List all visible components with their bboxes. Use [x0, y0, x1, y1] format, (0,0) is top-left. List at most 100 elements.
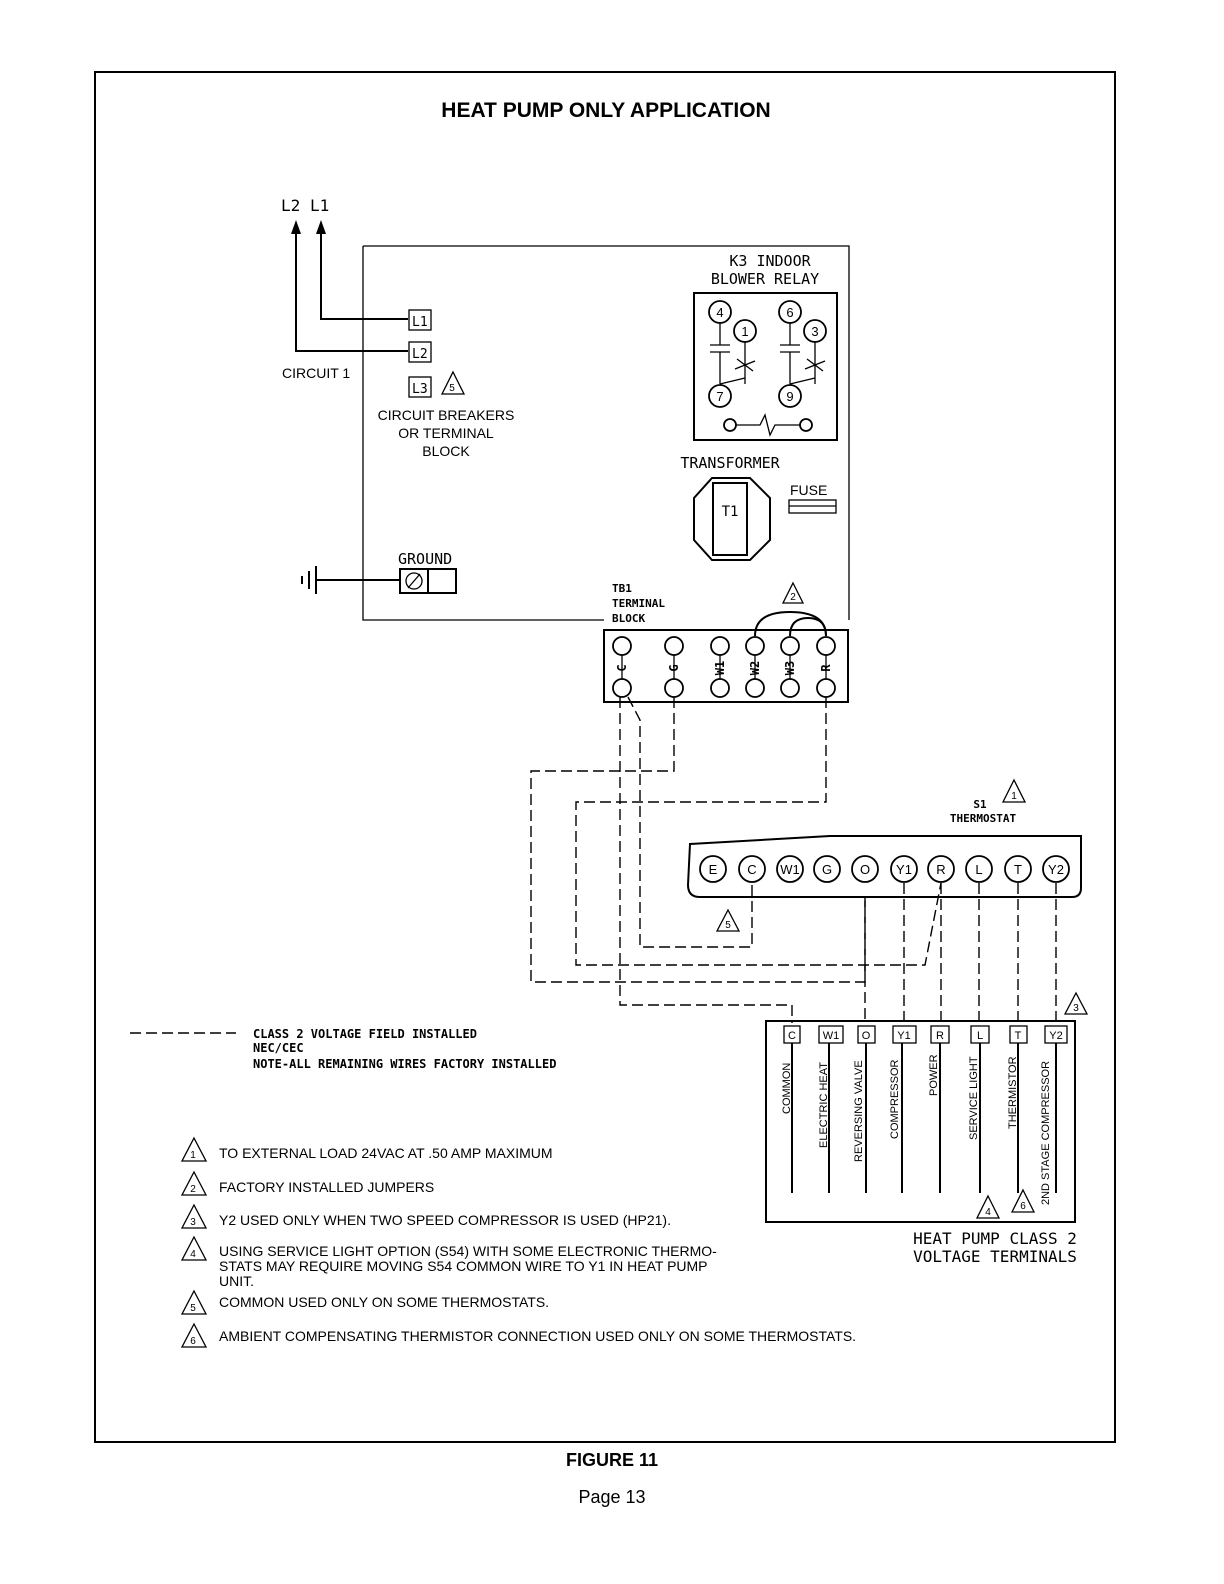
breaker-terminal-l1: L1: [408, 309, 432, 331]
note-4-triangle-icon: [180, 1235, 208, 1261]
legend-dash-label: CLASS 2 VOLTAGE FIELD INSTALLED: [253, 1027, 477, 1041]
thermostat-terminal-y2: Y2: [1042, 855, 1070, 883]
svg-text:5: 5: [725, 920, 731, 931]
svg-text:1: 1: [190, 1150, 196, 1161]
svg-text:USING SERVICE LIGHT OPTION (S5: USING SERVICE LIGHT OPTION (S54) WITH SO…: [219, 1243, 717, 1259]
l2-arrow-icon: [291, 220, 301, 234]
relay-contact-1: 1: [733, 319, 757, 343]
breaker-terminal-l2: L2: [408, 341, 432, 363]
relay-contact-4: 4: [708, 300, 732, 324]
svg-text:FACTORY INSTALLED JUMPERS: FACTORY INSTALLED JUMPERS: [219, 1179, 434, 1195]
note-3: 3 Y2 USED ONLY WHEN TWO SPEED COMPRESSOR…: [180, 1203, 671, 1229]
thermostat-terminal-o: O: [851, 855, 879, 883]
breakers-label-line-3: BLOCK: [422, 443, 470, 459]
svg-text:L1: L1: [412, 315, 428, 330]
heat-pump-terminal-box: [765, 1020, 1076, 1223]
note-6-marker-icon: 6: [1010, 1188, 1036, 1213]
relay-title-line-2: BLOWER RELAY: [711, 270, 819, 288]
svg-text:Y1: Y1: [897, 1030, 910, 1042]
thermostat-terminal-t: T: [1004, 855, 1032, 883]
tb1-label-line-1: TB1: [612, 582, 632, 595]
heat-pump-label-line-2: VOLTAGE TERMINALS: [913, 1247, 1077, 1266]
svg-text:3: 3: [811, 324, 818, 339]
diagram-frame: [94, 71, 1116, 1443]
svg-text:ELECTRIC HEAT: ELECTRIC HEAT: [818, 1062, 830, 1148]
svg-text:UNIT.: UNIT.: [219, 1273, 254, 1289]
note-1: 1 TO EXTERNAL LOAD 24VAC AT .50 AMP MAXI…: [180, 1136, 553, 1162]
transformer-label: TRANSFORMER: [680, 454, 780, 472]
notes: 1 TO EXTERNAL LOAD 24VAC AT .50 AMP MAXI…: [180, 1136, 856, 1348]
svg-text:L: L: [977, 1030, 983, 1042]
note-6-triangle-icon: [180, 1322, 208, 1348]
tb1-label-line-3: BLOCK: [612, 612, 645, 625]
svg-text:4: 4: [716, 305, 723, 320]
tb1-terminal-g: G: [664, 636, 684, 698]
thermostat-label-line-2: THERMOSTAT: [950, 812, 1017, 825]
hp-terminal-y2: Y2 2ND STAGE COMPRESSOR: [1040, 1025, 1068, 1205]
note-4-marker-icon: 4: [975, 1194, 1001, 1219]
svg-text:2: 2: [190, 1184, 196, 1195]
svg-text:5: 5: [449, 383, 455, 394]
tb1-terminal-w2: W2: [745, 636, 765, 698]
tb1-label-line-2: TERMINAL: [612, 597, 665, 610]
svg-text:THERMISTOR: THERMISTOR: [1007, 1056, 1019, 1129]
note-1-triangle-icon: [180, 1136, 208, 1162]
svg-text:O: O: [862, 1030, 871, 1042]
svg-text:W1: W1: [823, 1030, 840, 1042]
note-2-marker-icon: 2: [781, 581, 805, 604]
svg-text:T1: T1: [722, 504, 739, 520]
svg-text:3: 3: [1073, 1003, 1079, 1014]
svg-text:COMMON USED ONLY ON SOME THERM: COMMON USED ONLY ON SOME THERMOSTATS.: [219, 1294, 549, 1310]
l1-wire: [320, 230, 408, 320]
tb1-terminals: C G W1 W2 W3 R: [612, 636, 836, 698]
svg-text:C: C: [747, 862, 756, 877]
svg-text:1: 1: [1011, 791, 1017, 802]
svg-text:L: L: [975, 862, 982, 877]
relay-contact-9: 9: [778, 384, 802, 408]
note-3-triangle-icon: [180, 1203, 208, 1229]
l2-wire: [295, 230, 408, 352]
page-number: Page 13: [578, 1487, 646, 1507]
svg-text:COMPRESSOR: COMPRESSOR: [889, 1059, 901, 1139]
diagram-title: HEAT PUMP ONLY APPLICATION: [441, 99, 770, 122]
svg-text:L2: L2: [412, 347, 428, 362]
tb1-terminal-w1: W1: [710, 636, 730, 698]
svg-text:O: O: [860, 862, 870, 877]
svg-text:7: 7: [716, 389, 723, 404]
fuse-icon: [788, 499, 837, 514]
svg-text:POWER: POWER: [928, 1054, 940, 1096]
svg-text:9: 9: [786, 389, 793, 404]
thermostat-terminals: E C W1 G O Y1 R L T Y2: [699, 855, 1070, 883]
svg-text:Y2: Y2: [1049, 1030, 1062, 1042]
note-6: 6 AMBIENT COMPENSATING THERMISTOR CONNEC…: [180, 1322, 856, 1348]
relay-contacts: [710, 323, 826, 385]
note-3-marker-icon: 3: [1063, 991, 1089, 1015]
thermostat-terminal-y1: Y1: [890, 855, 918, 883]
svg-text:6: 6: [190, 1336, 196, 1347]
note-5: 5 COMMON USED ONLY ON SOME THERMOSTATS.: [180, 1289, 549, 1315]
tb1-jumpers: [754, 610, 827, 637]
thermostat-terminal-g: G: [813, 855, 841, 883]
tb1-block: [603, 629, 849, 703]
relay-box: [693, 292, 838, 441]
svg-text:4: 4: [985, 1207, 991, 1218]
svg-text:6: 6: [786, 305, 793, 320]
svg-text:R: R: [936, 862, 945, 877]
tb1-terminal-w3: W3: [780, 636, 800, 698]
svg-text:STATS MAY REQUIRE MOVING S54 C: STATS MAY REQUIRE MOVING S54 COMMON WIRE…: [219, 1258, 708, 1274]
legend-code: NEC/CEC: [253, 1041, 304, 1055]
relay-contact-6: 6: [778, 300, 802, 324]
svg-text:2ND STAGE COMPRESSOR: 2ND STAGE COMPRESSOR: [1040, 1061, 1052, 1205]
svg-text:AMBIENT COMPENSATING THERMISTO: AMBIENT COMPENSATING THERMISTOR CONNECTI…: [219, 1328, 856, 1344]
svg-text:T: T: [1015, 1030, 1022, 1042]
l1-arrow-icon: [316, 220, 326, 234]
ground-label: GROUND: [398, 550, 452, 568]
transformer-icon: T1: [693, 477, 771, 561]
svg-text:R: R: [936, 1030, 944, 1042]
svg-text:COMMON: COMMON: [781, 1063, 793, 1114]
